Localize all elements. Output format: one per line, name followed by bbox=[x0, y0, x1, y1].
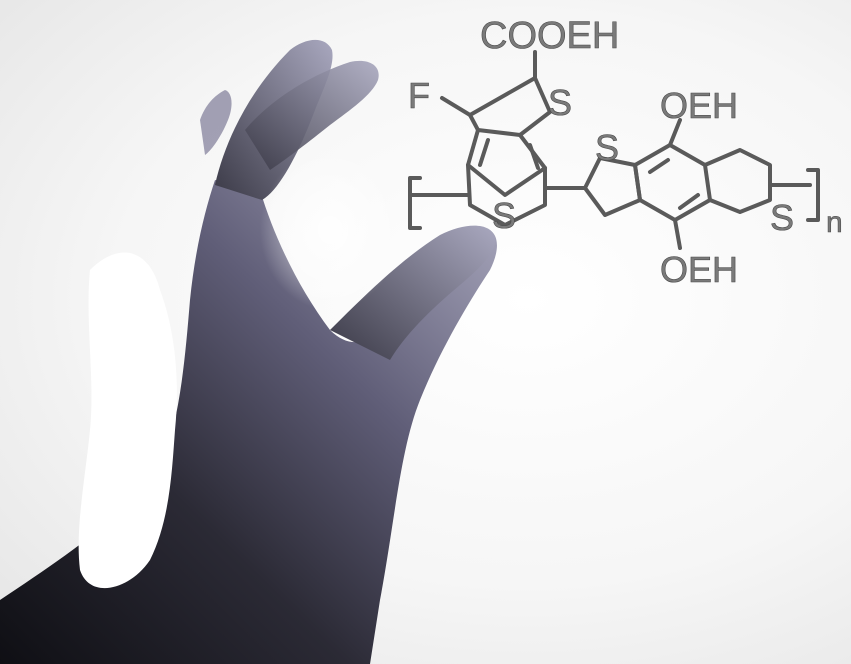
hand-thumb bbox=[330, 225, 496, 360]
label-cooeh: COOEH bbox=[480, 15, 619, 57]
hand-ring-finger bbox=[200, 90, 232, 155]
label-sulfur-right-2: S bbox=[770, 197, 794, 238]
molecule-bonds bbox=[408, 50, 820, 250]
label-fluoro: F bbox=[408, 75, 430, 116]
label-sulfur-right-1: S bbox=[595, 127, 619, 168]
label-sulfur-lower: S bbox=[492, 195, 516, 236]
label-oeh-bottom: OEH bbox=[660, 249, 738, 290]
label-sulfur-upper: S bbox=[548, 82, 572, 123]
label-repeat-n: n bbox=[826, 206, 843, 239]
white-mask-patch bbox=[78, 252, 177, 589]
label-oeh-top: OEH bbox=[660, 85, 738, 126]
hand-middle-finger bbox=[245, 60, 379, 171]
